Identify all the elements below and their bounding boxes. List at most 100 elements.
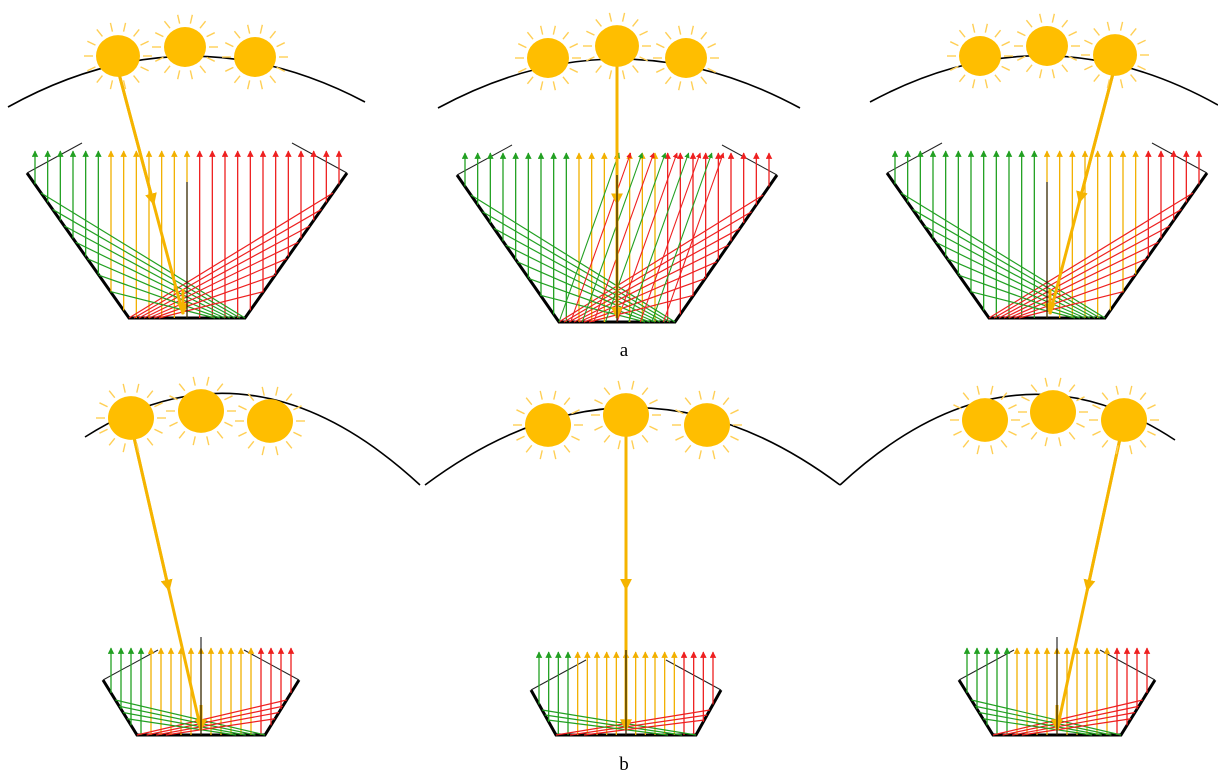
reflected-ray	[912, 208, 1101, 319]
sun-ray	[1130, 27, 1137, 36]
sun-disc	[595, 25, 639, 67]
sun-ray	[949, 41, 959, 47]
sun-icon	[1014, 13, 1080, 79]
sun-ray	[526, 76, 534, 85]
escaping-ray	[581, 152, 644, 323]
reflected-ray	[583, 719, 705, 736]
reflected-ray	[146, 705, 283, 736]
sun-ray	[516, 409, 525, 415]
sun-ray	[722, 444, 730, 453]
reflected-ray	[40, 192, 246, 319]
sun-ray	[276, 42, 286, 48]
edge-line	[291, 142, 348, 174]
reflected-ray	[1012, 711, 1136, 736]
escaping-ray	[604, 152, 667, 323]
sun-ray	[293, 405, 302, 411]
sun-ray	[1068, 55, 1078, 61]
panel-b-right	[839, 377, 1176, 737]
sun-ray	[206, 56, 216, 62]
sun-ray	[586, 56, 595, 62]
sun-ray	[261, 446, 265, 456]
sun-icon	[166, 376, 236, 446]
sun-ray	[562, 31, 570, 40]
sun-ray	[595, 18, 602, 27]
sun-ray	[1092, 430, 1101, 436]
reflected-ray	[75, 241, 231, 319]
sun-ray	[639, 30, 648, 36]
sun-ray	[154, 402, 163, 408]
reflected-ray	[975, 705, 1112, 736]
sun-icon	[1018, 377, 1088, 447]
escaping-ray	[628, 152, 690, 323]
edge-line	[721, 144, 778, 176]
panel-a-left	[7, 14, 366, 320]
sun-ray	[621, 70, 626, 80]
sun-ray	[176, 14, 181, 24]
sun-ray	[1058, 377, 1062, 387]
sun-ray	[233, 30, 241, 39]
reflected-ray	[558, 194, 764, 323]
sun-ray	[684, 444, 692, 453]
reflected-ray	[470, 194, 676, 323]
sun-ray	[664, 31, 672, 40]
direct-beam-arrow	[1076, 65, 1117, 204]
reflected-ray	[978, 711, 1102, 736]
edge-line	[1151, 142, 1208, 174]
escaping-ray	[662, 152, 725, 323]
sun-ray	[1025, 19, 1033, 28]
sun-ray	[664, 76, 672, 85]
sun-ray	[199, 65, 207, 74]
sun-ray	[96, 75, 103, 84]
reflected-ray	[1021, 718, 1132, 736]
sun-disc	[164, 27, 206, 67]
sun-ray	[154, 56, 164, 62]
sun-ray	[949, 65, 959, 71]
sun-disc	[603, 393, 649, 437]
sun-ray	[1000, 392, 1008, 401]
sun-ray	[189, 70, 194, 80]
sun-ray	[698, 390, 702, 400]
edge-line	[886, 142, 943, 174]
reflected-ray	[136, 699, 287, 736]
sun-ray	[953, 404, 962, 410]
reflected-ray	[493, 227, 666, 323]
sun-ray	[1084, 65, 1093, 71]
reflected-ray	[970, 290, 1076, 319]
sun-icon	[1089, 385, 1159, 455]
sun-ray	[259, 80, 264, 90]
sun-ray	[99, 402, 108, 408]
sun-ray	[641, 387, 649, 396]
reflected-ray	[143, 241, 299, 319]
sun-ray	[122, 383, 126, 393]
reflected-ray	[958, 274, 1081, 319]
reflected-ray	[165, 718, 276, 736]
sun-ray	[639, 56, 648, 62]
sun-ray	[1068, 31, 1078, 37]
sun-icon	[96, 383, 166, 453]
direct-beam-arrow	[116, 69, 157, 206]
sun-disc	[1101, 398, 1147, 442]
ray-bundle	[461, 152, 773, 323]
sun-ray	[690, 25, 695, 35]
panel-label-a: a	[620, 340, 629, 361]
sun-ray	[1147, 404, 1156, 410]
reflected-ray	[119, 705, 256, 736]
sun-ray	[1115, 385, 1119, 395]
direct-beam-arrow	[128, 419, 173, 592]
sun-disc	[234, 37, 276, 77]
sun-ray	[275, 446, 279, 456]
reflected-ray	[1003, 241, 1159, 319]
sun-ray	[1076, 422, 1085, 428]
reflected-ray	[547, 719, 669, 736]
sun-ray	[1147, 430, 1156, 436]
sun-ray	[976, 445, 980, 455]
sun-ray	[525, 444, 533, 453]
sun-ray	[539, 390, 543, 400]
sun-ray	[675, 409, 684, 415]
sun-ray	[562, 76, 570, 85]
sun-ray	[569, 67, 579, 73]
reflected-ray	[998, 225, 1171, 319]
sun-ray	[539, 450, 543, 460]
reflected-ray	[128, 192, 334, 319]
sun-ray	[169, 421, 178, 427]
